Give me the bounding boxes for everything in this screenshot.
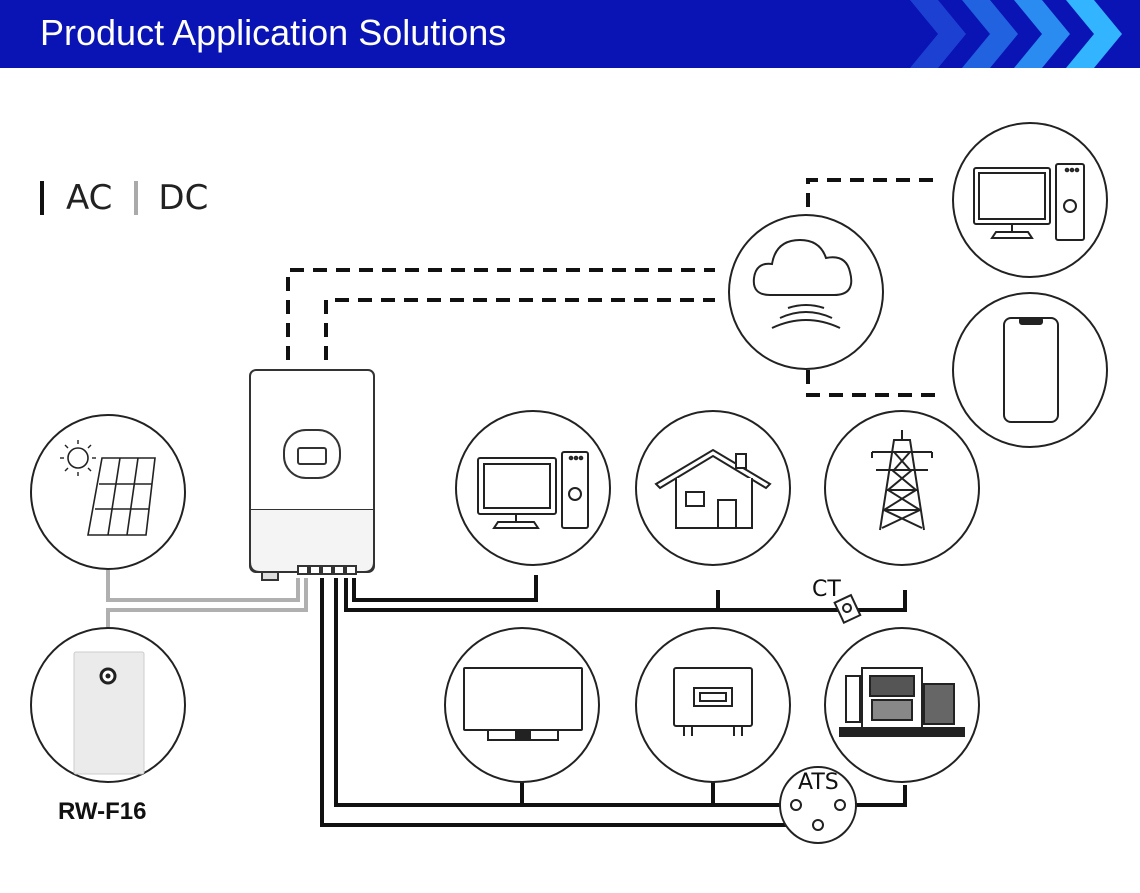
solar-panel-icon: [60, 440, 156, 536]
smartphone-icon: [1003, 317, 1059, 423]
ct-label: CT: [812, 577, 841, 602]
legend: AC DC: [40, 178, 208, 218]
power-tower-icon: [871, 430, 933, 531]
ats-label: ATS: [798, 770, 839, 795]
dc-lines: [106, 570, 308, 630]
cloud-node: [728, 214, 884, 370]
dc-legend-label: DC: [158, 178, 209, 218]
header-bar: Product Application Solutions: [0, 0, 1140, 68]
ac-legend-marker: [40, 181, 44, 215]
cloud-wifi-icon: [752, 238, 853, 329]
battery-icon: [73, 651, 145, 775]
ac-legend-label: AC: [66, 178, 113, 218]
ats-switch: [779, 766, 857, 844]
ac-lines: [320, 575, 907, 827]
tv-icon: [463, 667, 583, 741]
desktop-computer-icon: [973, 163, 1085, 241]
ats-terminals: [790, 799, 846, 831]
dc-legend-marker: [134, 181, 139, 215]
grid-tower-node: [824, 410, 980, 566]
communication-lines: [286, 178, 935, 397]
page-title: Product Application Solutions: [40, 12, 507, 53]
battery-model-label: RW-F16: [58, 798, 147, 825]
chevrons-decoration: [910, 0, 1122, 68]
house-icon: [654, 448, 772, 529]
inverter-icon: [249, 369, 375, 581]
appliance-icon: [673, 667, 753, 736]
generator-icon: [839, 667, 965, 737]
ct-sensor-icon: [833, 593, 862, 625]
pc-load-icon: [477, 451, 589, 529]
